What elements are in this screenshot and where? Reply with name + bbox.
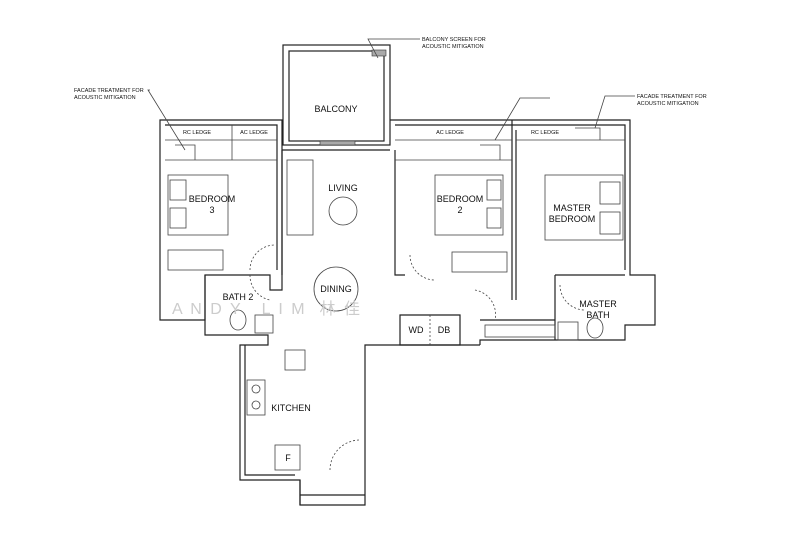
room-label-db: DB <box>438 325 451 335</box>
leader-lines <box>147 38 635 151</box>
room-label-master-bath-1: MASTER <box>579 299 617 309</box>
room-label-wd: WD <box>409 325 424 335</box>
annotation-balcony-screen-2: ACOUSTIC MITIGATION <box>422 44 484 50</box>
label-ac-ledge-left: AC LEDGE <box>240 130 268 136</box>
room-label-master-bath-2: BATH <box>586 310 609 320</box>
label-rc-ledge-left: RC LEDGE <box>183 130 211 136</box>
room-label-master-bedroom-2: BEDROOM <box>549 214 596 224</box>
annotation-facade-right-1: FACADE TREATMENT FOR <box>637 94 707 100</box>
doors <box>249 244 586 471</box>
annotation-facade-left-2: ACOUSTIC MITIGATION <box>74 95 136 101</box>
label-rc-ledge-right: RC LEDGE <box>531 130 559 136</box>
room-label-fridge: F <box>285 453 291 463</box>
room-label-dining: DINING <box>320 284 352 294</box>
room-label-bedroom3-1: BEDROOM <box>189 194 236 204</box>
room-label-bedroom2-2: 2 <box>457 205 462 215</box>
watermark: A N D Y L I M 林 佳 <box>172 300 362 318</box>
label-ac-ledge-right: AC LEDGE <box>436 130 464 136</box>
furniture <box>167 159 624 471</box>
room-label-bedroom2-1: BEDROOM <box>437 194 484 204</box>
annotation-facade-right-2: ACOUSTIC MITIGATION <box>637 101 699 107</box>
room-label-bath2: BATH 2 <box>223 292 254 302</box>
room-label-balcony: BALCONY <box>314 104 357 114</box>
annotation-facade-left-1: FACADE TREATMENT FOR <box>74 88 144 94</box>
balcony-screen <box>371 49 387 57</box>
room-label-living: LIVING <box>328 183 358 193</box>
balcony-screen-bottom <box>319 140 356 146</box>
room-label-kitchen: KITCHEN <box>271 403 311 413</box>
walls <box>159 44 656 506</box>
room-label-master-bedroom-1: MASTER <box>553 203 591 213</box>
annotation-balcony-screen-1: BALCONY SCREEN FOR <box>422 37 486 43</box>
room-label-bedroom3-2: 3 <box>209 205 214 215</box>
